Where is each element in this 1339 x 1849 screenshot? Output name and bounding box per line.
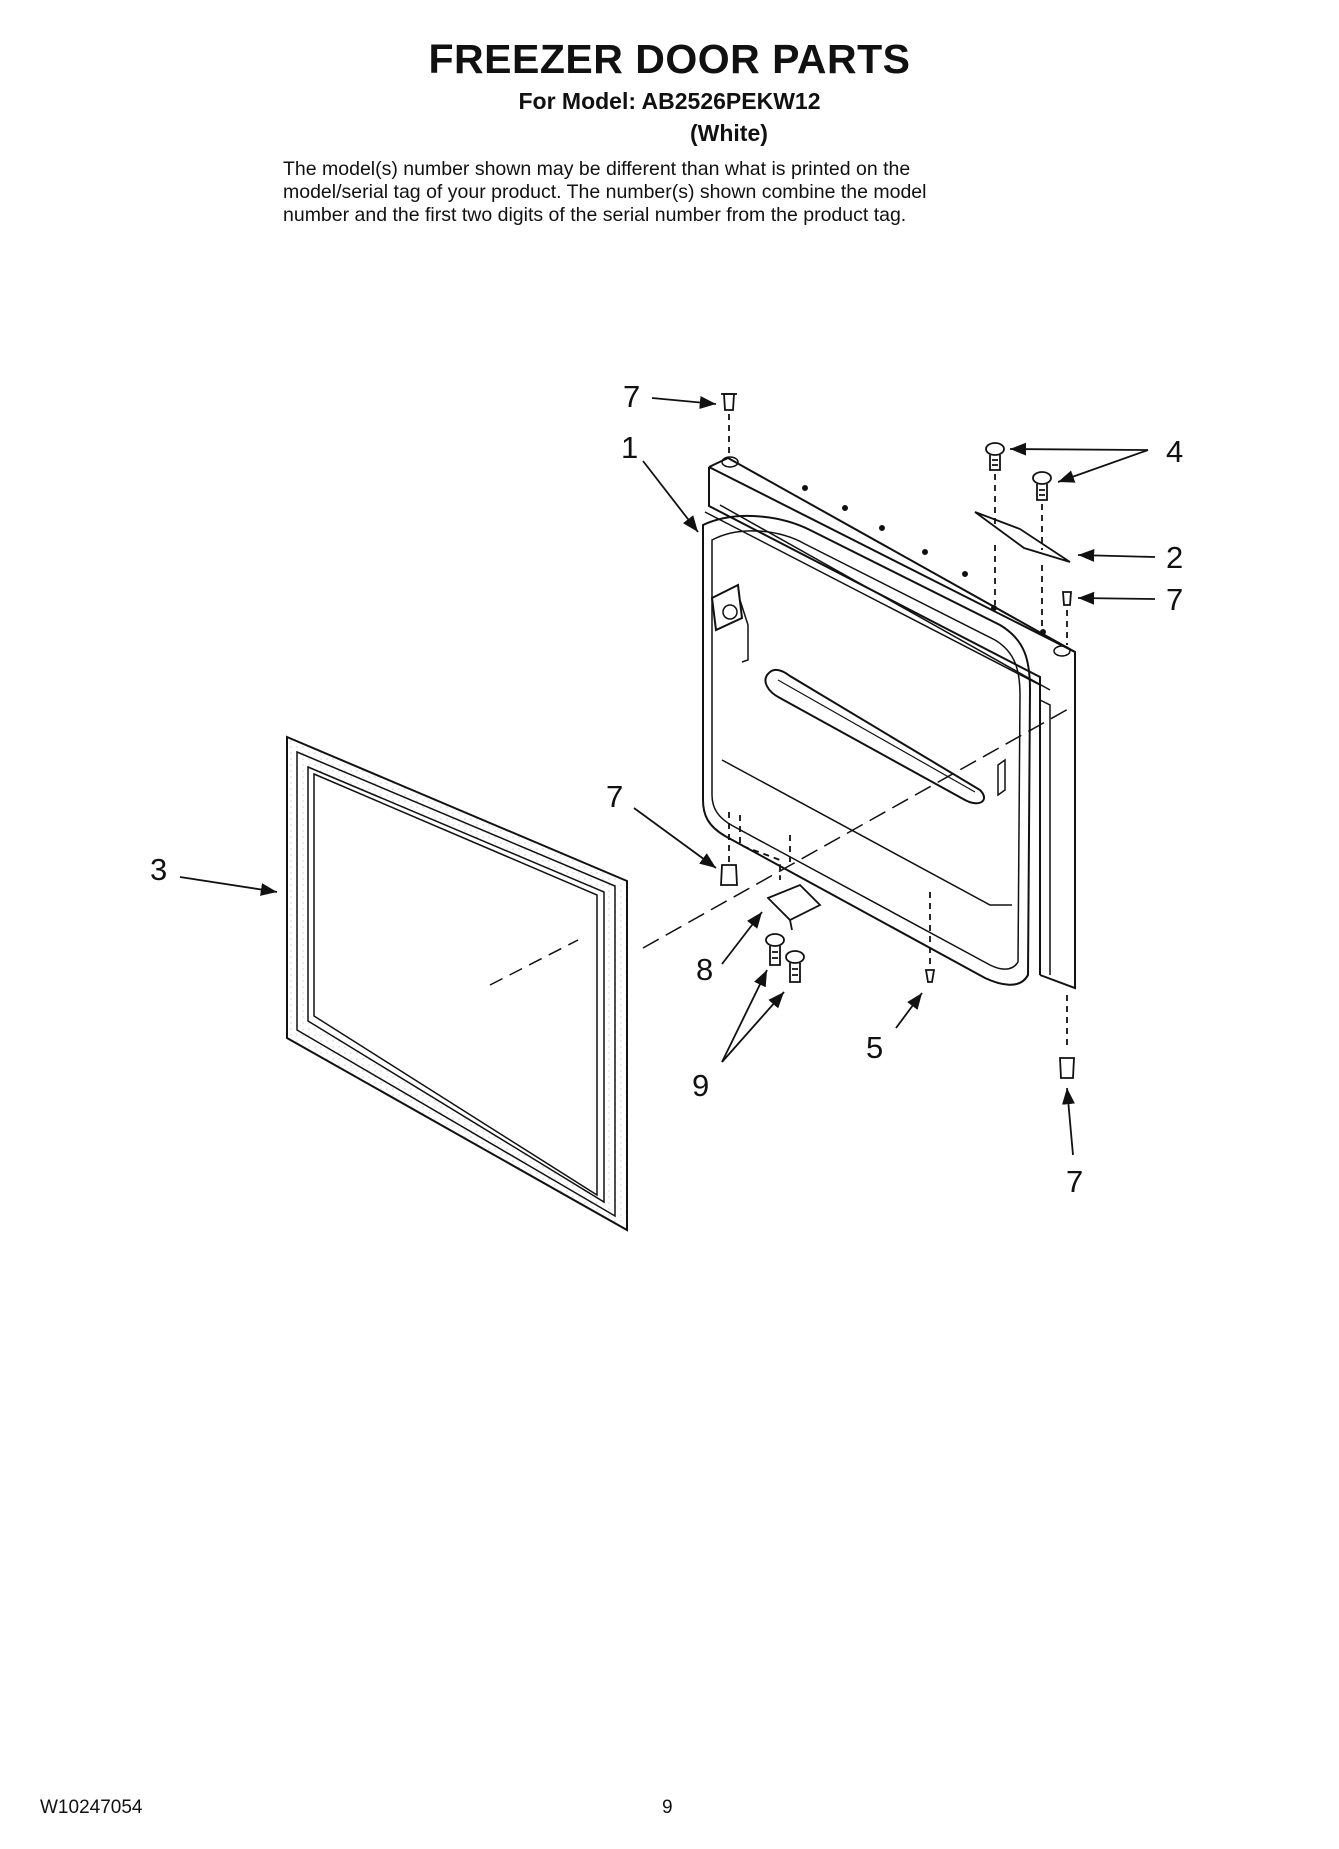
callout-3: 3 <box>150 852 167 887</box>
callout-7-bottom-left: 7 <box>606 779 623 814</box>
note-line-1: The model(s) number shown may be differe… <box>283 158 911 180</box>
callout-7-top-right: 7 <box>1166 582 1183 617</box>
callout-1: 1 <box>621 430 638 465</box>
callout-7-bottom-right: 7 <box>1066 1164 1083 1199</box>
top-hinge-assembly <box>974 442 1072 645</box>
model-line: For Model: AB2526PEKW12 <box>518 88 821 114</box>
color-line: (White) <box>690 120 768 146</box>
model-note: The model(s) number shown may be differe… <box>283 158 1083 227</box>
page-title: FREEZER DOOR PARTS <box>428 36 911 82</box>
bottom-hinge-assembly <box>720 812 1075 1079</box>
door-gasket <box>286 735 628 1232</box>
plug-top-left <box>721 393 737 455</box>
callout-4: 4 <box>1166 434 1183 469</box>
note-line-3: number and the first two digits of the s… <box>283 204 907 226</box>
freezer-door <box>702 456 1076 990</box>
document-number: W10247054 <box>40 1797 143 1818</box>
center-guide-line <box>642 707 1071 949</box>
callout-7-top-left: 7 <box>623 379 640 414</box>
callout-8: 8 <box>696 952 713 987</box>
callout-2: 2 <box>1166 540 1183 575</box>
callout-5: 5 <box>866 1030 883 1065</box>
callout-arrows <box>179 396 1156 1156</box>
note-line-2: model/serial tag of your product. The nu… <box>283 181 927 203</box>
page-number: 9 <box>662 1797 673 1818</box>
callout-9: 9 <box>692 1068 709 1103</box>
